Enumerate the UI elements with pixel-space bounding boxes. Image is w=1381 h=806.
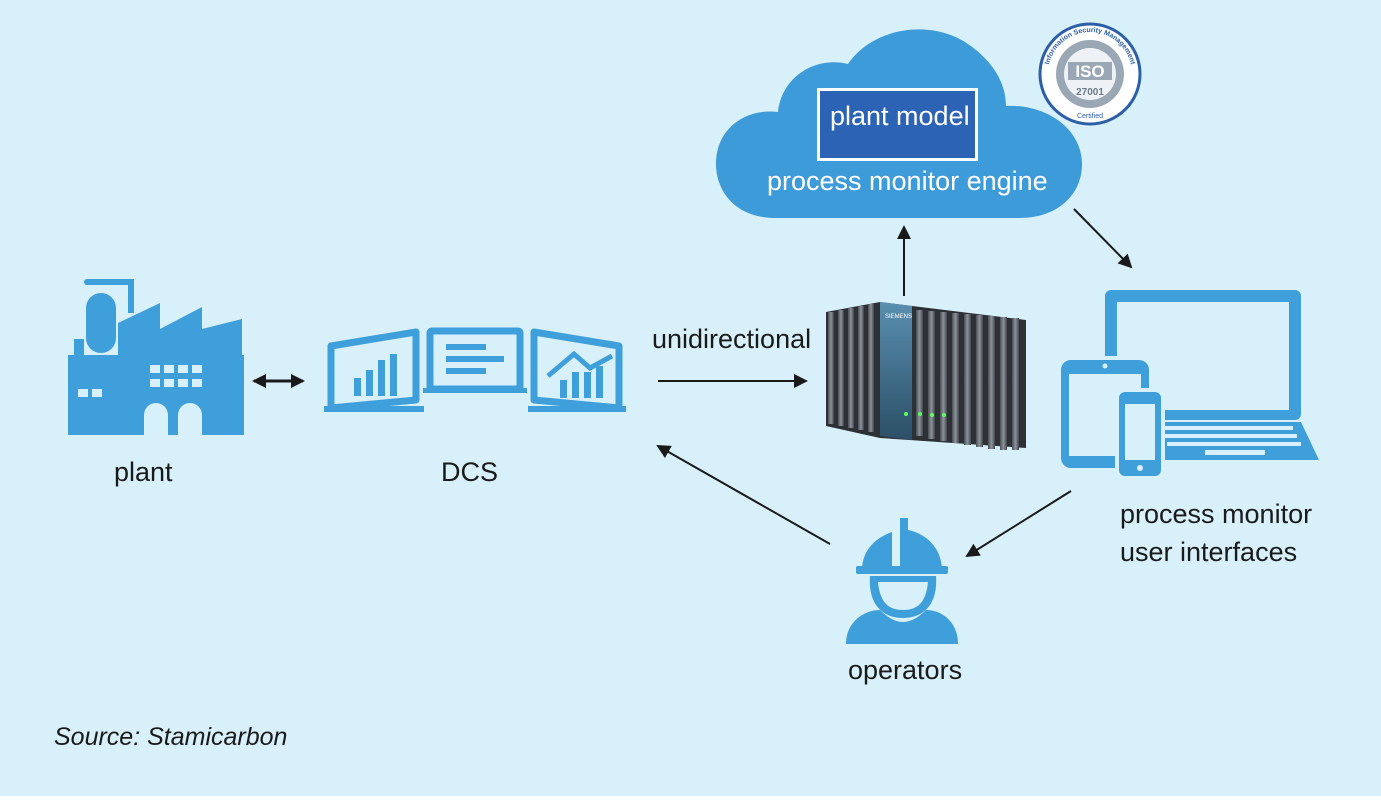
iso-title: ISO [1075, 62, 1104, 81]
arrow-ui-operators [965, 490, 1072, 558]
ui-label-line2: user interfaces [1120, 537, 1298, 567]
iso-27001-badge: ISO 27001 Certified Information Security… [1038, 22, 1142, 126]
operators-label: operators [848, 655, 963, 685]
dcs-screens-icon [324, 326, 626, 416]
operator-icon [846, 518, 958, 644]
iso-certified: Certified [1077, 113, 1103, 120]
plant-model-box [817, 88, 978, 161]
factory-icon [66, 279, 244, 435]
source-footer: Source: Stamicarbon [54, 723, 288, 751]
iso-number: 27001 [1076, 87, 1104, 98]
devices-icon [1059, 290, 1321, 480]
process-monitor-engine-label: process monitor engine [767, 166, 1048, 196]
dcs-label: DCS [441, 457, 499, 487]
unidirectional-label: unidirectional [652, 324, 812, 354]
device-brand: SIEMENS [885, 314, 912, 320]
ui-label-line1: process monitor [1120, 499, 1313, 529]
plant-label: plant [114, 457, 173, 487]
gateway-device-icon: SIEMENS [820, 298, 1032, 450]
plant-model-label: plant model [830, 101, 970, 131]
arrow-cloud-ui [1073, 208, 1133, 269]
arrow-operators-dcs [656, 445, 831, 545]
